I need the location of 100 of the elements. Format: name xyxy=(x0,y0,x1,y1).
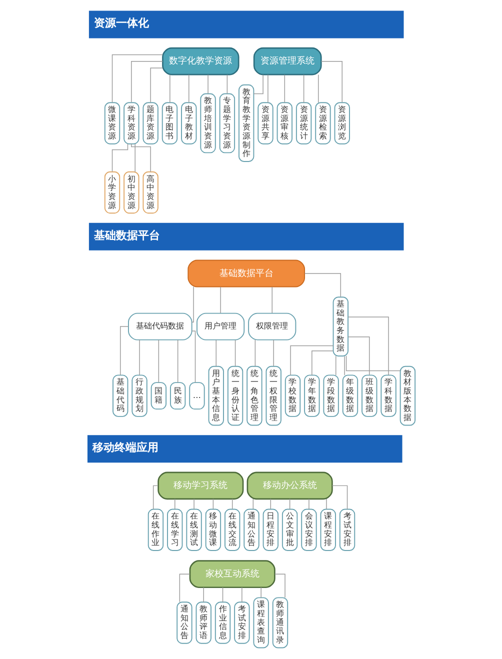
node-box: 资源检索 xyxy=(314,102,330,144)
connector xyxy=(222,587,223,602)
node-box: 教材版本数据 xyxy=(399,366,416,426)
connector xyxy=(347,336,370,376)
node-box: 基础数据平台 xyxy=(187,260,305,288)
node-box: 用户管理 xyxy=(196,312,244,340)
node-box: 资源统计 xyxy=(295,102,312,144)
connector xyxy=(308,498,309,510)
connector xyxy=(111,143,128,172)
connector xyxy=(174,498,175,510)
node-box: … xyxy=(188,382,204,410)
node-box: 会议安排 xyxy=(300,508,316,551)
node-box: 通知公告 xyxy=(176,602,192,644)
connector xyxy=(178,574,190,602)
node-box: 在线交流 xyxy=(224,508,240,551)
node-box: 在线测试 xyxy=(186,508,202,551)
node-box: 资源一体化 xyxy=(88,10,404,38)
node-box: 课程表查询 xyxy=(252,597,268,648)
connector xyxy=(270,498,271,510)
connector xyxy=(304,273,341,298)
connector xyxy=(158,340,159,383)
node-box: 高中资源 xyxy=(142,171,158,214)
node-box: 通知公告 xyxy=(243,508,259,551)
node-box: 资源浏览 xyxy=(334,102,350,144)
node-box: 小学资源 xyxy=(104,171,120,214)
connector xyxy=(169,74,170,103)
node-box: 权限管理 xyxy=(248,312,296,340)
node-box: 教师评语 xyxy=(195,602,211,644)
connector xyxy=(252,498,254,510)
connector xyxy=(345,356,400,372)
node-box: 学校数据 xyxy=(284,374,300,417)
connector xyxy=(252,74,263,94)
node-box: 家校互动系统 xyxy=(188,560,275,588)
node-box: 班级数据 xyxy=(361,374,377,417)
connector xyxy=(302,74,304,103)
node-box: 学段数据 xyxy=(322,374,338,417)
node-box: 基础代码数据 xyxy=(127,312,192,340)
connector xyxy=(191,330,196,383)
node-box: 移动微课 xyxy=(204,508,221,551)
node-box: 基础代码 xyxy=(112,374,128,417)
connector xyxy=(260,587,261,598)
connector xyxy=(202,587,204,602)
connector xyxy=(284,74,285,103)
connector xyxy=(191,286,194,322)
node-box: 考试安排 xyxy=(338,508,355,551)
node-box: 微课资源 xyxy=(104,102,120,144)
connector xyxy=(254,340,256,367)
node-box: 学科资源 xyxy=(123,102,139,144)
connector xyxy=(226,74,228,94)
node-box: 用户基本信息 xyxy=(208,366,224,426)
connector xyxy=(120,326,128,376)
connector xyxy=(334,356,336,376)
node-box: 初中资源 xyxy=(123,171,139,214)
node-box: 在线作业 xyxy=(147,508,164,551)
connector xyxy=(274,574,285,598)
node-box: 行政规划 xyxy=(131,374,147,417)
connector xyxy=(111,54,163,103)
node-box: 公文审批 xyxy=(281,508,298,551)
connector xyxy=(152,485,158,510)
connector xyxy=(207,74,208,94)
node-box: 电子教材 xyxy=(180,102,196,144)
connector xyxy=(134,144,135,172)
node-box: 教育教学资源制作 xyxy=(238,84,254,162)
connector xyxy=(193,498,194,510)
connector xyxy=(272,340,274,367)
node-box: 国籍 xyxy=(150,382,166,410)
connector xyxy=(215,340,216,367)
node-box: 资源管理系统 xyxy=(252,47,322,76)
node-box: 课程安排 xyxy=(320,508,336,551)
node-box: 教师培训资源 xyxy=(200,93,216,154)
connector xyxy=(234,340,236,367)
connector xyxy=(212,498,214,510)
node-box: 考试安排 xyxy=(234,602,250,644)
node-box: 统一角色管理 xyxy=(246,366,262,426)
node-box: 移动学习系统 xyxy=(157,472,244,500)
connector xyxy=(188,74,189,103)
connector xyxy=(288,498,290,510)
node-box: 资源审核 xyxy=(276,102,292,144)
connector xyxy=(150,68,163,103)
node-box: 数字化教学资源 xyxy=(162,47,239,76)
connector xyxy=(311,350,333,376)
connector xyxy=(176,340,178,383)
node-box: 题库资源 xyxy=(142,102,158,144)
node-box: 学年数据 xyxy=(304,374,320,417)
node-box: 统一权限管理 xyxy=(265,366,281,426)
node-box: 专题学习资源 xyxy=(218,93,235,154)
node-box: 民族 xyxy=(169,382,186,410)
connector xyxy=(138,340,140,376)
node-box: 年级数据 xyxy=(342,374,358,417)
node-box: 作业信息 xyxy=(214,602,230,644)
node-box: 学科数据 xyxy=(380,374,396,417)
node-box: 统一身份认证 xyxy=(226,366,243,426)
node-box: 基础教务数据 xyxy=(332,296,348,356)
connector xyxy=(347,316,388,376)
node-box: 教师通讯录 xyxy=(272,597,288,648)
node-box: 基础数据平台 xyxy=(88,222,404,250)
connector xyxy=(320,60,342,103)
node-box: 电子图书 xyxy=(161,102,178,144)
node-box: 移动办公系统 xyxy=(246,472,332,500)
node-box: 移动终端应用 xyxy=(86,435,402,463)
